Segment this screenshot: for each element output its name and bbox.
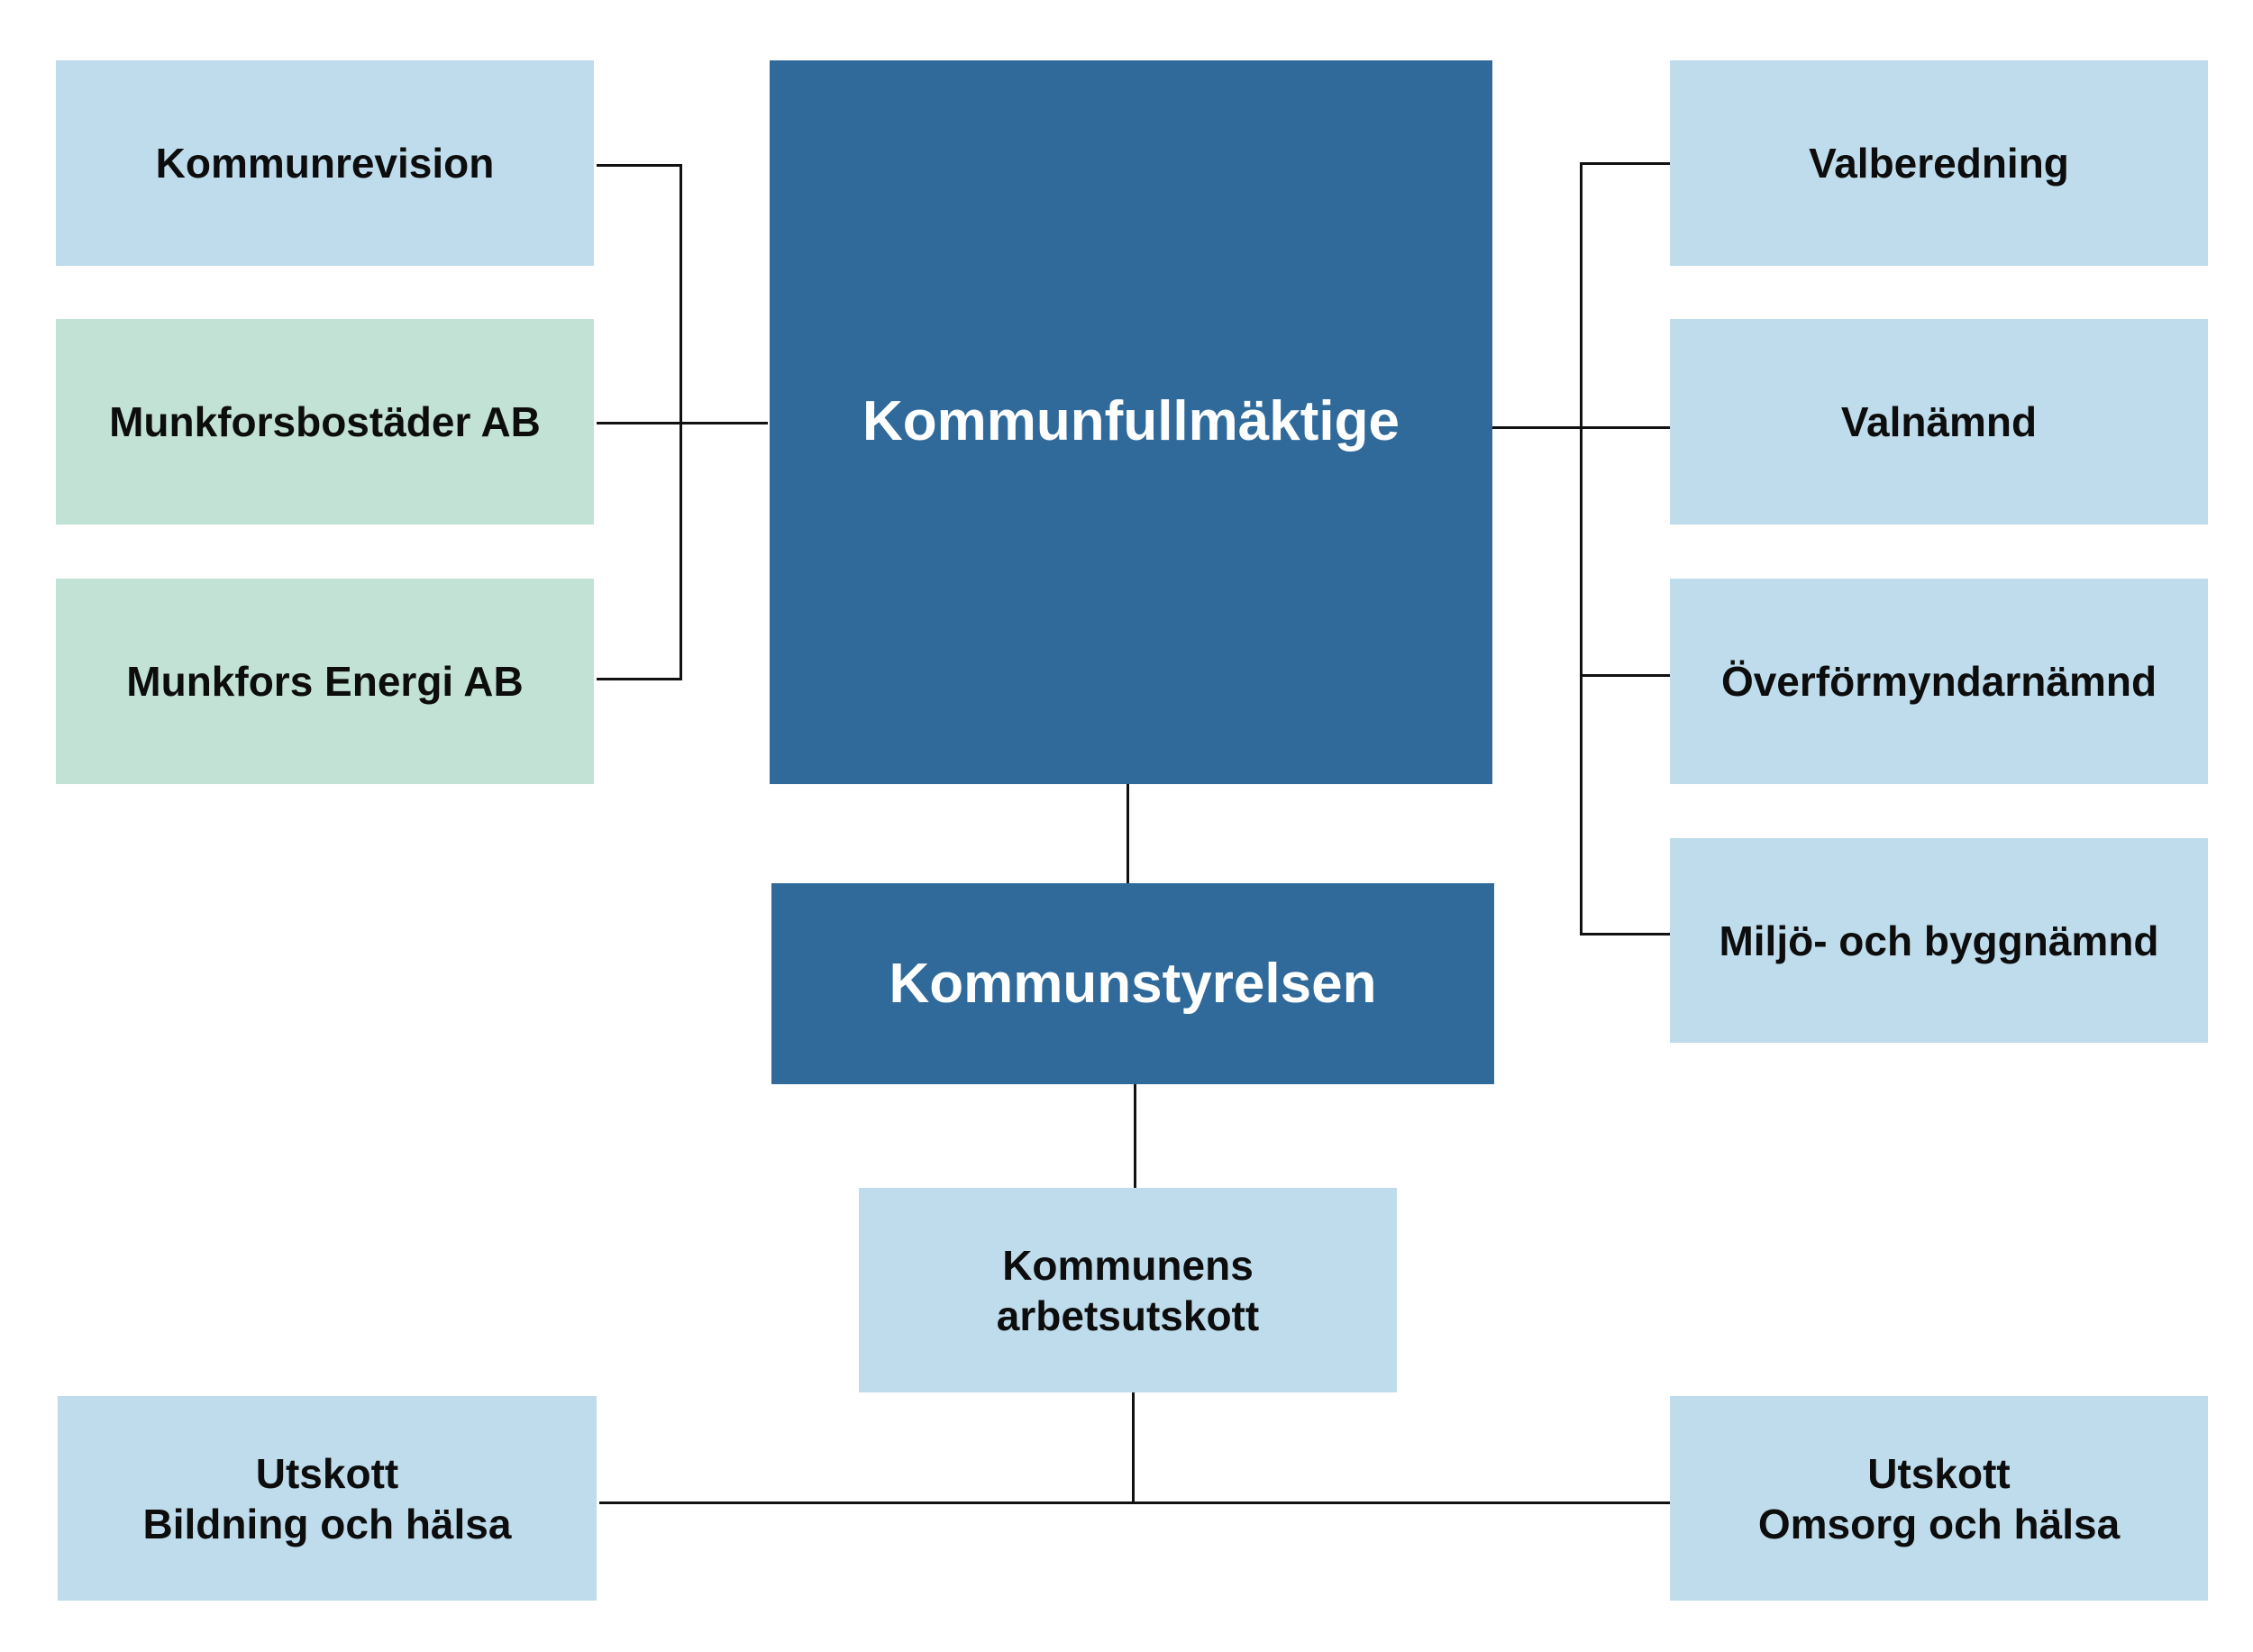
- box-label-line2: arbetsutskott: [996, 1291, 1260, 1339]
- box-valnamnd: Valnämnd: [1670, 319, 2208, 525]
- box-label-line1: Kommunens: [1002, 1241, 1254, 1289]
- box-label: Munkforsbostäder AB: [109, 398, 541, 445]
- box-overformyndarnamnd: Överförmyndarnämnd: [1670, 579, 2208, 784]
- box-valberedning: Valberedning: [1670, 60, 2208, 266]
- box-kommunstyrelsen: Kommunstyrelsen: [771, 883, 1494, 1084]
- connector-line: [599, 1501, 1670, 1504]
- box-label: Munkfors Energi AB: [126, 658, 524, 705]
- connector-line: [1580, 162, 1583, 936]
- box-munkforsbostader: Munkforsbostäder AB: [56, 319, 594, 525]
- box-label-line2: Bildning och hälsa: [142, 1500, 512, 1547]
- box-label: Överförmyndarnämnd: [1720, 658, 2157, 705]
- connector-line: [1134, 1084, 1136, 1191]
- box-kommunrevision: Kommunrevision: [56, 60, 594, 266]
- connector-line: [597, 164, 682, 167]
- box-label: Miljö- och byggnämnd: [1719, 917, 2159, 964]
- box-arbetsutskott: Kommunens arbetsutskott: [859, 1188, 1397, 1392]
- box-kommunfullmaktige: Kommunfullmäktige: [770, 60, 1492, 784]
- box-label-line1: Utskott: [255, 1449, 399, 1497]
- connector-line: [680, 164, 682, 680]
- box-label-line1: Utskott: [1867, 1449, 2011, 1497]
- connector-line: [597, 678, 682, 680]
- box-label: Kommunstyrelsen: [889, 952, 1377, 1015]
- box-label-line2: Omsorg och hälsa: [1757, 1500, 2121, 1547]
- box-utskott-bildning: Utskott Bildning och hälsa: [58, 1396, 597, 1601]
- box-munkfors-energi: Munkfors Energi AB: [56, 579, 594, 784]
- box-label: Valnämnd: [1840, 398, 2038, 445]
- box-miljo-och-byggnamnd: Miljö- och byggnämnd: [1670, 838, 2208, 1043]
- connector-line: [1132, 1392, 1135, 1504]
- connector-line: [597, 422, 768, 424]
- box-label: Kommunfullmäktige: [862, 390, 1400, 452]
- connector-line: [1580, 162, 1670, 165]
- box-label: Valberedning: [1809, 140, 2069, 187]
- box-utskott-omsorg: Utskott Omsorg och hälsa: [1670, 1396, 2208, 1601]
- connector-line: [1580, 933, 1670, 936]
- connector-line: [1580, 674, 1670, 677]
- connector-line: [1126, 784, 1129, 883]
- box-label: Kommunrevision: [155, 140, 495, 187]
